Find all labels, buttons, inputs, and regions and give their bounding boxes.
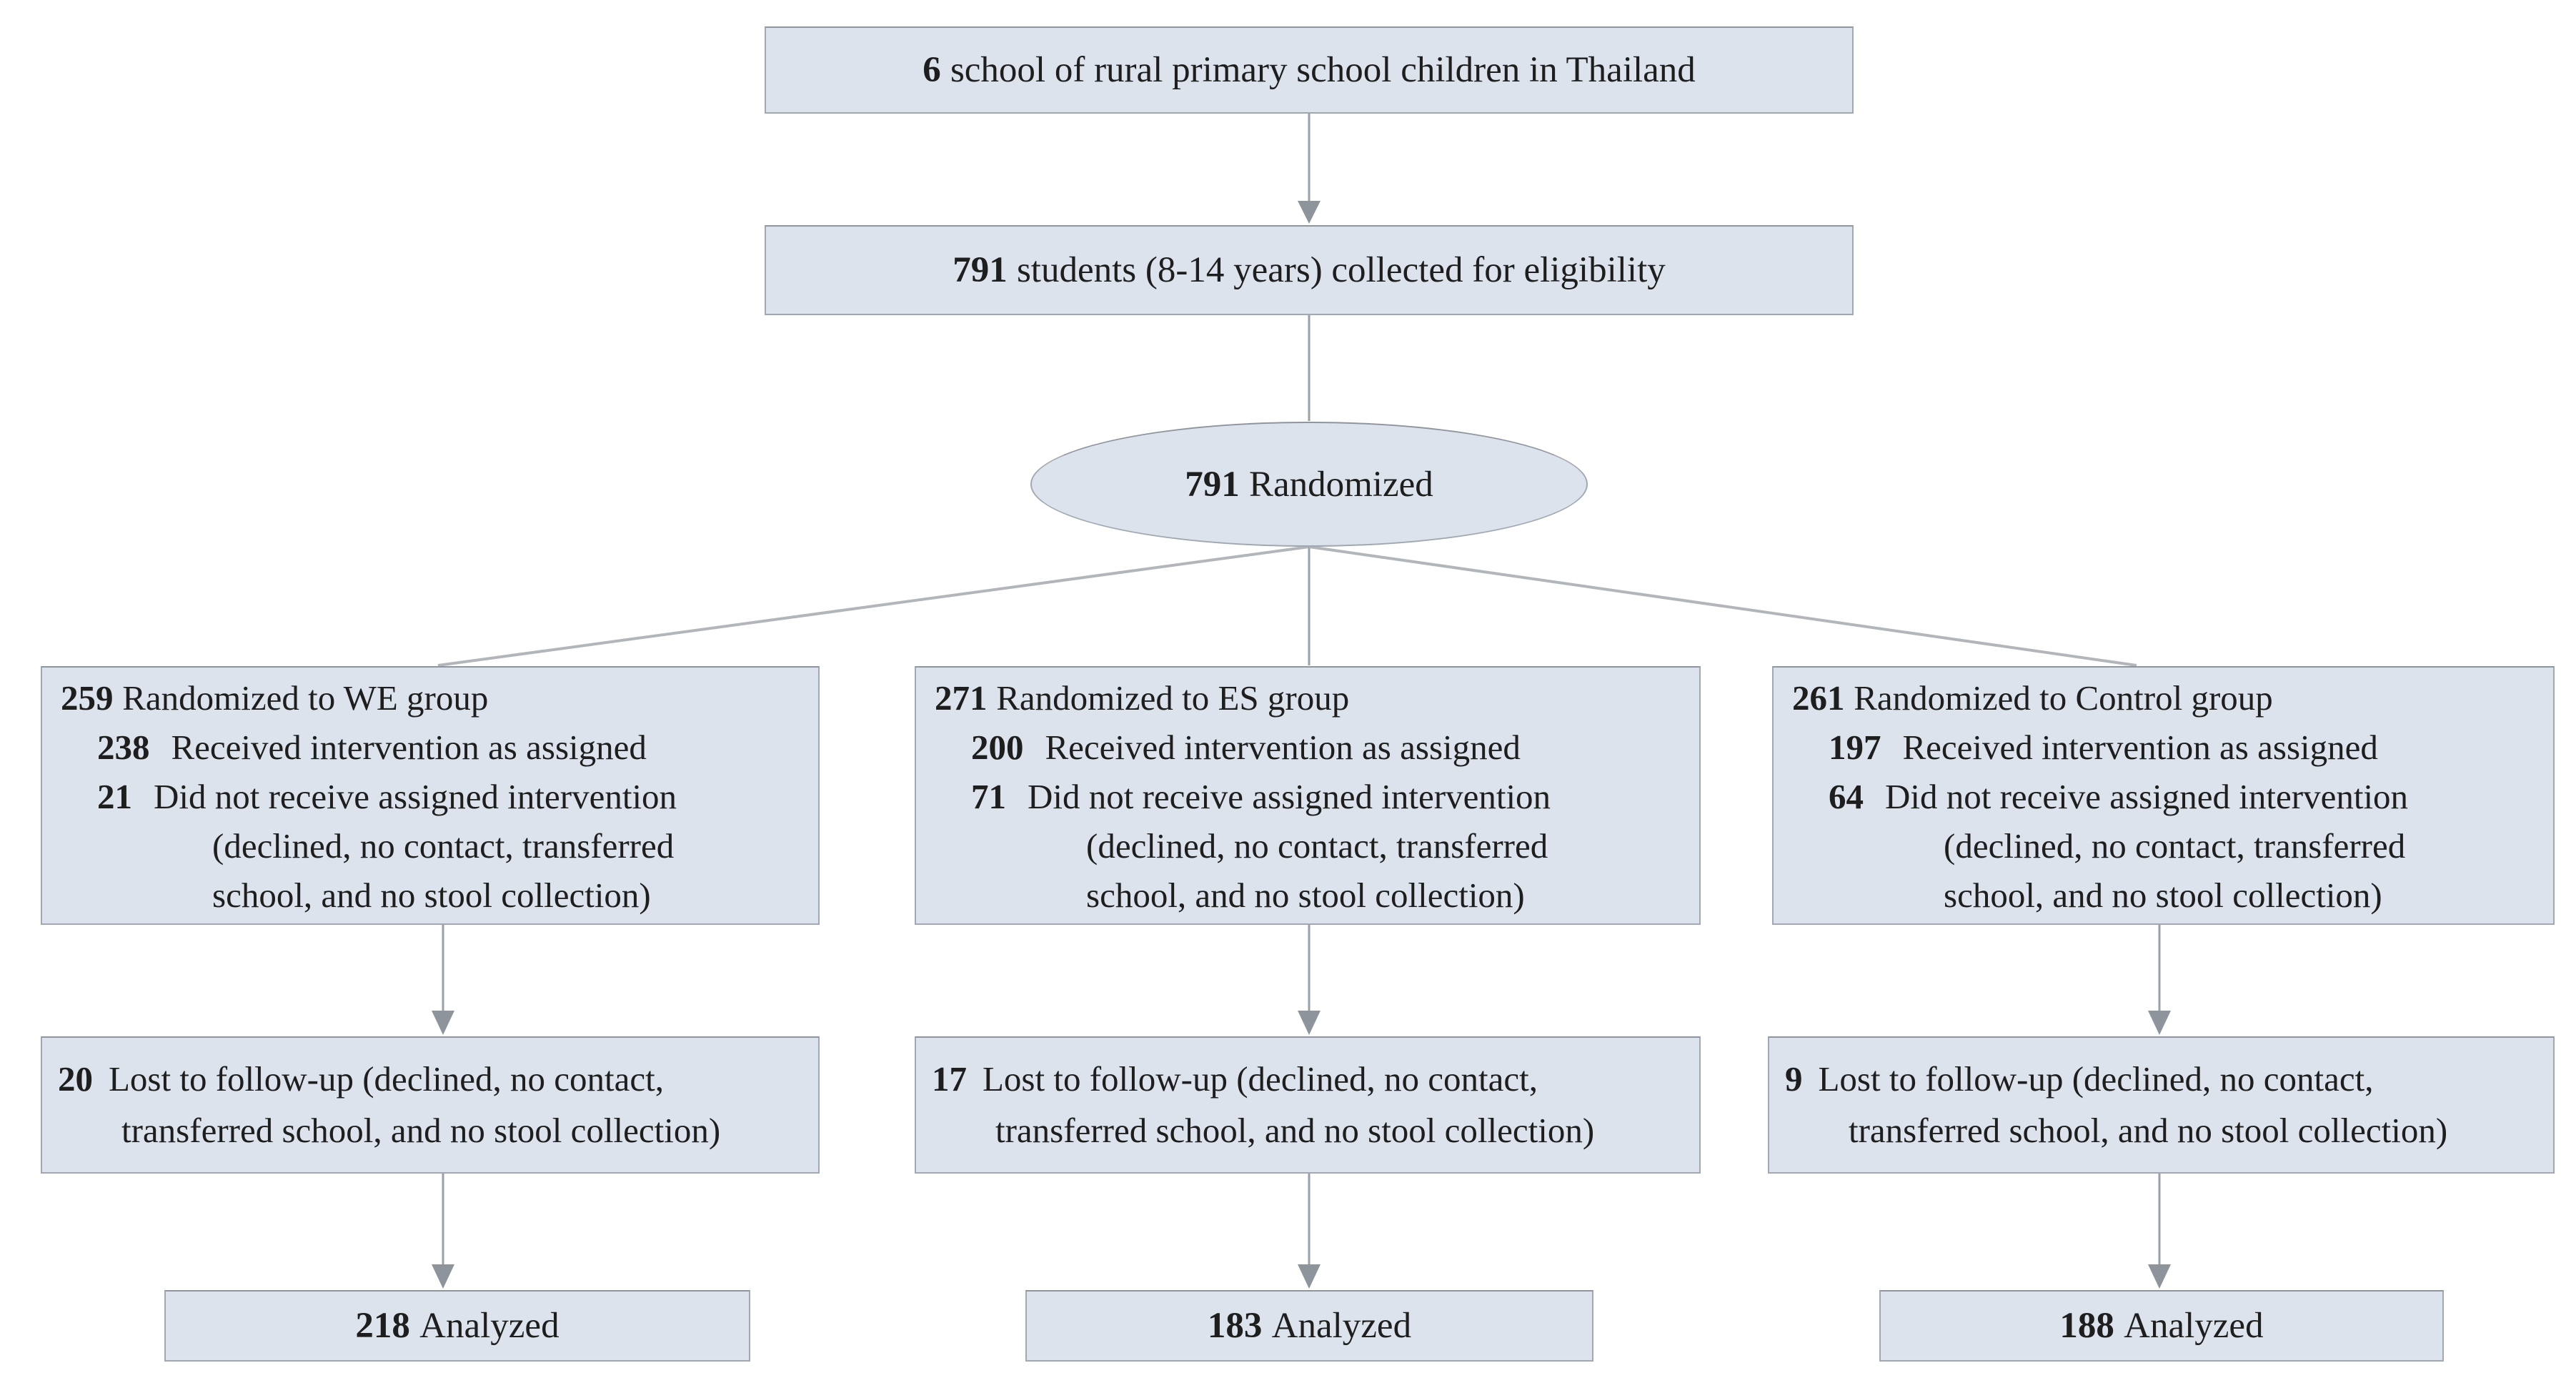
not-received-note-line2: school, and no stool collection) bbox=[1944, 876, 2382, 915]
eligibility-text: students (8-14 years) collected for elig… bbox=[1016, 250, 1666, 290]
analyzed-text: Analyzed bbox=[1271, 1306, 1412, 1346]
not-received-text: Did not receive assigned intervention bbox=[1028, 777, 1551, 816]
not-received-note-line1: (declined, no contact, transferred bbox=[1086, 826, 1548, 866]
randomized-text: Randomized bbox=[1248, 464, 1433, 505]
received-line: 197 Received intervention as assigned bbox=[1829, 723, 2535, 772]
not-received-note-line1: (declined, no contact, transferred bbox=[1944, 826, 2406, 866]
analyzed-box-es: 183 Analyzed bbox=[1025, 1290, 1593, 1362]
allocation-text: Randomized to ES group bbox=[996, 678, 1350, 718]
analyzed-text: Analyzed bbox=[2124, 1306, 2264, 1346]
lost-count: 9 bbox=[1785, 1059, 1803, 1099]
received-text: Received intervention as assigned bbox=[1902, 728, 2378, 767]
arrowhead-enrollment-to-eligibility bbox=[1298, 201, 1321, 224]
received-count: 200 bbox=[971, 728, 1024, 767]
lost-line1: 9 Lost to follow-up (declined, no contact… bbox=[1785, 1054, 2537, 1105]
lost-box-es: 17 Lost to follow-up (declined, no contac… bbox=[915, 1036, 1701, 1174]
analyzed-box-control: 188 Analyzed bbox=[1879, 1290, 2444, 1362]
not-received-text: Did not receive assigned intervention bbox=[154, 777, 677, 816]
enrollment-text: school of rural primary school children … bbox=[950, 50, 1696, 90]
received-text: Received intervention as assigned bbox=[171, 728, 647, 767]
received-count: 238 bbox=[97, 728, 150, 767]
eligibility-box: 791 students (8-14 years) collected for … bbox=[765, 225, 1854, 315]
not-received-line: 71 Did not receive assigned intervention bbox=[971, 772, 1681, 821]
analyzed-box-we: 218 Analyzed bbox=[164, 1290, 750, 1362]
not-received-count: 21 bbox=[97, 777, 132, 816]
arrowhead-control-to-analyzed bbox=[2148, 1264, 2171, 1289]
lost-box-control: 9 Lost to follow-up (declined, no contact… bbox=[1768, 1036, 2555, 1174]
allocation-count: 259 bbox=[61, 678, 114, 718]
eligibility-count: 791 bbox=[953, 250, 1008, 290]
line-randomized-to-control bbox=[1308, 545, 2137, 667]
randomized-ellipse: 791 Randomized bbox=[1030, 422, 1588, 547]
not-received-note-line1: (declined, no contact, transferred bbox=[212, 826, 675, 866]
enrollment-box: 6 school of rural primary school childre… bbox=[765, 26, 1854, 114]
allocation-count: 271 bbox=[935, 678, 988, 718]
arrowhead-es-to-lost bbox=[1298, 1011, 1321, 1035]
not-received-line: 21 Did not receive assigned intervention bbox=[97, 772, 800, 821]
received-count: 197 bbox=[1829, 728, 1881, 767]
lost-count: 17 bbox=[932, 1059, 967, 1099]
not-received-line: 64 Did not receive assigned intervention bbox=[1829, 772, 2535, 821]
arrowhead-we-to-analyzed bbox=[432, 1264, 454, 1289]
arrowhead-es-to-analyzed bbox=[1298, 1264, 1321, 1289]
analyzed-count: 183 bbox=[1207, 1306, 1263, 1346]
line-randomized-to-we bbox=[437, 545, 1310, 667]
analyzed-count: 188 bbox=[2059, 1306, 2114, 1346]
not-received-count: 64 bbox=[1829, 777, 1864, 816]
lost-line1: 20 Lost to follow-up (declined, no contac… bbox=[58, 1054, 802, 1105]
lost-box-we: 20 Lost to follow-up (declined, no contac… bbox=[41, 1036, 820, 1174]
enrollment-count: 6 bbox=[923, 50, 941, 90]
lost-text: Lost to follow-up (declined, no contact, bbox=[109, 1059, 664, 1099]
not-received-note-line2: school, and no stool collection) bbox=[1086, 876, 1525, 915]
lost-text: Lost to follow-up (declined, no contact, bbox=[983, 1059, 1538, 1099]
lost-count: 20 bbox=[58, 1059, 93, 1099]
lost-line2: transferred school, and no stool collect… bbox=[995, 1111, 1595, 1150]
analyzed-count: 218 bbox=[355, 1306, 410, 1346]
lost-text: Lost to follow-up (declined, no contact, bbox=[1818, 1059, 2374, 1099]
not-received-count: 71 bbox=[971, 777, 1006, 816]
received-line: 238 Received intervention as assigned bbox=[97, 723, 800, 772]
not-received-text: Did not receive assigned intervention bbox=[1885, 777, 2409, 816]
lost-line2: transferred school, and no stool collect… bbox=[1849, 1111, 2448, 1150]
arrowhead-we-to-lost bbox=[432, 1011, 454, 1035]
received-text: Received intervention as assigned bbox=[1045, 728, 1521, 767]
lost-line1: 17 Lost to follow-up (declined, no contac… bbox=[932, 1054, 1684, 1105]
received-line: 200 Received intervention as assigned bbox=[971, 723, 1681, 772]
allocation-text: Randomized to Control group bbox=[1854, 678, 2273, 718]
not-received-note-line2: school, and no stool collection) bbox=[212, 876, 651, 915]
arrowhead-control-to-lost bbox=[2148, 1011, 2171, 1035]
randomized-count: 791 bbox=[1185, 464, 1240, 505]
allocation-count: 261 bbox=[1792, 678, 1845, 718]
allocation-text: Randomized to WE group bbox=[122, 678, 489, 718]
analyzed-text: Analyzed bbox=[419, 1306, 560, 1346]
lost-line2: transferred school, and no stool collect… bbox=[121, 1111, 721, 1150]
